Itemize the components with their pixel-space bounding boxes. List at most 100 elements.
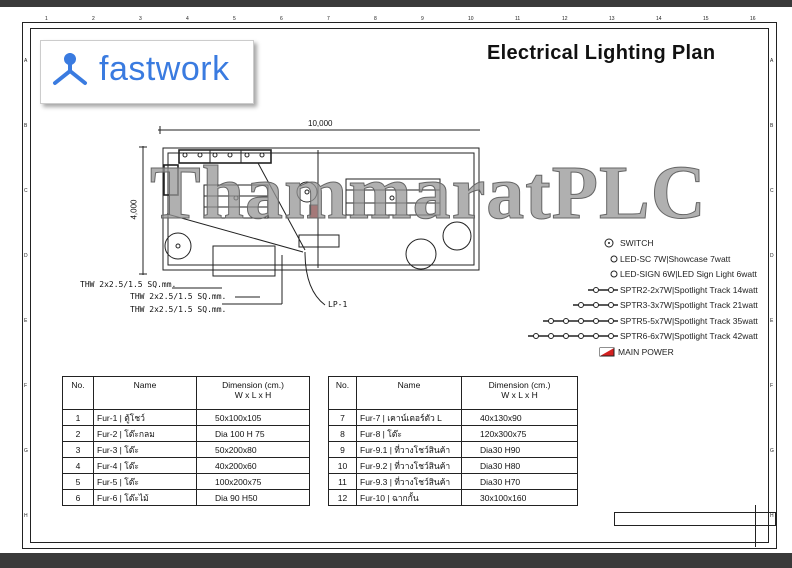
height-dimension: 4,000 <box>129 199 139 220</box>
cell-name: Fur-9.3 | ที่วางโชว์สินค้า <box>356 473 462 490</box>
cell-dim: 40x130x90 <box>461 409 578 426</box>
fastwork-logo-watermark: fastwork <box>40 40 254 104</box>
cell-dim: Dia30 H90 <box>461 441 578 458</box>
grid-row-label: C <box>24 188 28 194</box>
led-symbol-icon <box>610 270 618 278</box>
drawing-border <box>30 28 769 543</box>
cell-no: 10 <box>328 457 357 474</box>
cell-no: 8 <box>328 425 357 442</box>
grid-row-label: B <box>770 123 774 129</box>
cell-no: 11 <box>328 473 357 490</box>
wire-label: THW 2x2.5/1.5 SQ.mm. <box>80 280 177 289</box>
track2-symbol-icon <box>588 286 618 293</box>
title-block <box>614 512 776 526</box>
cell-dim: 120x300x75 <box>461 425 578 442</box>
legend-label: SPTR2-2x7W|Spotlight Track 14watt <box>620 284 758 295</box>
legend-label: SPTR5-5x7W|Spotlight Track 35watt <box>620 315 758 326</box>
switch-symbol-icon <box>604 238 614 248</box>
main-power-symbol-icon <box>599 347 615 356</box>
grid-column-label: 10 <box>468 16 474 22</box>
col-dim: Dimension (cm.)W x L x H <box>196 376 310 410</box>
cell-dim: Dia30 H80 <box>461 457 578 474</box>
grid-column-label: 7 <box>327 16 330 22</box>
grid-row-label: E <box>24 318 28 324</box>
grid-column-label: 5 <box>233 16 236 22</box>
cell-name: Fur-10 | ฉากกั้น <box>356 489 462 506</box>
grid-column-label: 2 <box>92 16 95 22</box>
page-title: Electrical Lighting Plan <box>487 42 716 64</box>
col-dim: Dimension (cm.)W x L x H <box>461 376 578 410</box>
led-symbol-icon <box>610 255 618 262</box>
cell-dim: 100x200x75 <box>196 473 310 490</box>
grid-column-label: 6 <box>280 16 283 22</box>
grid-column-label: 4 <box>186 16 189 22</box>
cell-dim: 30x100x160 <box>461 489 578 506</box>
cell-no: 7 <box>328 409 357 426</box>
col-no: No. <box>328 376 357 410</box>
grid-row-label: F <box>24 383 28 389</box>
grid-column-label: 13 <box>609 16 615 22</box>
wire-label: THW 2x2.5/1.5 SQ.mm. <box>130 292 227 301</box>
grid-row-label: A <box>770 58 774 64</box>
cell-no: 1 <box>62 409 94 426</box>
cell-name: Fur-4 | โต๊ะ <box>93 457 197 474</box>
cell-name: Fur-3 | โต๊ะ <box>93 441 197 458</box>
grid-row-label: D <box>24 253 28 259</box>
watermark-text: ThammaratPLC <box>150 151 707 235</box>
grid-column-label: 16 <box>750 16 756 22</box>
cell-dim: 50x200x80 <box>196 441 310 458</box>
cell-no: 9 <box>328 441 357 458</box>
cell-no: 6 <box>62 489 94 506</box>
grid-column-label: 11 <box>515 16 521 22</box>
legend-label: LED-SC 7W|Showcase 7watt <box>620 253 731 264</box>
cell-dim: Dia30 H70 <box>461 473 578 490</box>
legend-label: MAIN POWER <box>618 346 674 357</box>
cell-dim: Dia 100 H 75 <box>196 425 310 442</box>
grid-row-label: H <box>770 513 774 519</box>
cell-no: 12 <box>328 489 357 506</box>
cell-name: Fur-9.2 | ที่วางโชว์สินค้า <box>356 457 462 474</box>
cell-dim: 40x200x60 <box>196 457 310 474</box>
cell-name: Fur-7 | เคาน์เตอร์ตัว L <box>356 409 462 426</box>
grid-column-label: 15 <box>703 16 709 22</box>
cell-name: Fur-2 | โต๊ะกลม <box>93 425 197 442</box>
cell-name: Fur-8 | โต๊ะ <box>356 425 462 442</box>
cell-name: Fur-6 | โต๊ะไม้ <box>93 489 197 506</box>
legend-label: SPTR3-3x7W|Spotlight Track 21watt <box>620 300 758 310</box>
title-block-side <box>755 505 776 547</box>
cell-dim: Dia 90 H50 <box>196 489 310 506</box>
cell-dim: 50x100x105 <box>196 409 310 426</box>
track3-symbol-icon <box>573 302 618 308</box>
col-name: Name <box>93 376 197 410</box>
fastwork-logo-text: fastwork <box>99 50 230 88</box>
grid-row-label: G <box>770 448 774 454</box>
cell-no: 4 <box>62 457 94 474</box>
cell-no: 2 <box>62 425 94 442</box>
sheet-frame <box>22 22 777 549</box>
grid-row-label: E <box>770 318 774 324</box>
grid-row-label: B <box>24 123 28 129</box>
grid-row-label: C <box>770 188 774 194</box>
cell-no: 3 <box>62 441 94 458</box>
track6-symbol-icon <box>528 333 618 339</box>
legend-label: LED-SIGN 6W|LED Sign Light 6watt <box>620 269 757 279</box>
grid-column-label: 1 <box>45 16 48 22</box>
grid-column-label: 12 <box>562 16 568 22</box>
grid-column-label: 9 <box>421 16 424 22</box>
legend-label: SPTR6-6x7W|Spotlight Track 42watt <box>620 331 758 341</box>
cell-no: 5 <box>62 473 94 490</box>
cell-name: Fur-9.1 | ที่วางโชว์สินค้า <box>356 441 462 458</box>
